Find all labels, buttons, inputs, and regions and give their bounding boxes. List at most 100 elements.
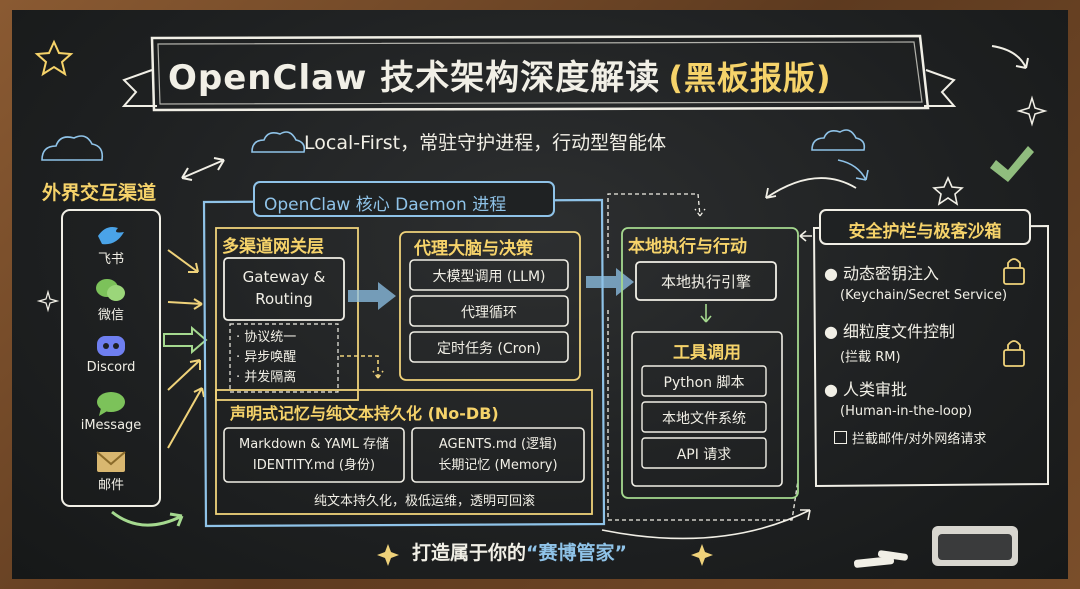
imessage-icon <box>97 392 125 416</box>
memory-right-line: AGENTS.md (逻辑) <box>438 437 558 452</box>
core-heading: OpenClaw 核心 Daemon 进程 <box>264 195 507 215</box>
title-main: OpenClaw 技术架构深度解读 <box>168 58 661 98</box>
tool-item: 本地文件系统 <box>662 411 746 427</box>
local-region <box>621 227 799 499</box>
security-check-row: 拦截邮件/对外网络请求 <box>834 428 1034 447</box>
channel-label: iMessage <box>80 418 142 433</box>
gateway-region <box>215 227 359 401</box>
security-item-main: ● 动态密钥注入 <box>824 264 940 283</box>
brain-heading: 代理大脑与决策 <box>414 239 533 259</box>
memory-left-line: Markdown & YAML 存储 <box>239 437 389 452</box>
brain-item-box <box>409 331 569 363</box>
tools-heading: 工具调用 <box>673 343 741 363</box>
cloud-icon <box>251 131 306 153</box>
check-arrow-icon <box>990 146 1034 182</box>
security-item: ● 人类审批 (Human-in-the-loop) <box>824 376 1034 428</box>
memory-left: Markdown & YAML 存储 IDENTITY.md (身份) <box>224 434 404 476</box>
mail-icon <box>96 451 126 472</box>
security-check-label: 拦截邮件/对外网络请求 <box>852 432 987 447</box>
chalk-sticks <box>853 550 908 568</box>
sparkle-icon <box>377 544 399 566</box>
brain-region <box>399 231 581 381</box>
eraser <box>932 526 1018 566</box>
wechat-icon <box>96 279 125 301</box>
security-item-sub: (拦截 RM) <box>840 350 901 365</box>
security-item: ● 细粒度文件控制 (拦截 RM) <box>824 318 1034 376</box>
tool-item: API 请求 <box>676 447 732 463</box>
security-item-sub: (Keychain/Secret Service) <box>840 288 1008 303</box>
channel-feishu[interactable]: 飞书 <box>78 222 144 276</box>
gateway-bullet: · 协议统一 <box>236 330 297 345</box>
security-item-sub: (Human-in-the-loop) <box>840 404 973 419</box>
security-item-main: ● 细粒度文件控制 <box>824 322 956 341</box>
channel-label: 邮件 <box>97 478 124 493</box>
top-curve-arrow <box>765 177 857 199</box>
memory-left-box <box>223 427 405 483</box>
chalkboard: OpenClaw 技术架构深度解读(黑板报版) Local-First，常驻守护… <box>12 10 1068 579</box>
memory-right: AGENTS.md (逻辑) 长期记忆 (Memory) <box>412 434 584 476</box>
channel-label: 飞书 <box>97 252 124 267</box>
channel-wechat[interactable]: 微信 <box>78 276 144 332</box>
channel-discord[interactable]: Discord <box>78 332 144 390</box>
gateway-bullet: · 异步唤醒 <box>236 350 297 365</box>
memory-region <box>215 389 593 515</box>
gateway-bullets-box <box>229 323 339 393</box>
security-item: ● 动态密钥注入 (Keychain/Secret Service) <box>824 260 1034 318</box>
chalk-drawings <box>34 34 1049 568</box>
brain-item: 定时任务 (Cron) <box>436 341 542 357</box>
brain-item-box <box>409 259 569 291</box>
title-suffix: (黑板报版) <box>668 59 832 97</box>
memory-left-line: IDENTITY.md (身份) <box>252 458 376 473</box>
channel-list: 飞书 微信 Discord iMessage 邮件 <box>78 222 144 504</box>
gateway-routing-box: Gateway & Routing <box>242 268 326 308</box>
channels-heading: 外界交互渠道 <box>42 182 157 204</box>
channel-mail[interactable]: 邮件 <box>78 448 144 504</box>
sparkle-icon <box>1016 95 1048 127</box>
tools-region <box>631 331 783 487</box>
star-icon <box>932 176 964 206</box>
tool-box <box>641 365 767 397</box>
footer-highlight: “赛博管家” <box>526 542 627 564</box>
engine-label: 本地执行引擎 <box>660 273 751 291</box>
engine-box <box>635 261 777 301</box>
padlock-icon <box>1003 258 1025 285</box>
security-heading-box <box>819 209 1031 245</box>
title-banner-frame <box>150 34 930 112</box>
star-icon <box>34 39 74 77</box>
sparkle-icon <box>36 289 60 313</box>
channel-label: Discord <box>86 360 136 375</box>
gateway-bullet: · 并发隔离 <box>236 370 297 385</box>
local-to-security-arrow <box>601 509 811 540</box>
memory-heading: 声明式记忆与纯文本持久化 (No-DB) <box>230 404 499 423</box>
core-to-local-arrow <box>586 268 634 296</box>
dashed-loop-bottom <box>607 310 799 521</box>
channels-box <box>61 209 161 507</box>
security-list: ● 动态密钥注入 (Keychain/Secret Service) ● 细粒度… <box>824 260 1034 447</box>
dashed-loop <box>607 193 706 258</box>
curved-arrow-icon <box>837 159 869 181</box>
main-channel-arrow <box>163 325 208 355</box>
tool-box <box>641 401 767 433</box>
checkbox-icon <box>834 431 847 444</box>
feishu-icon <box>98 227 124 245</box>
security-to-local-arrow <box>799 230 812 242</box>
brain-item-box <box>409 295 569 327</box>
cloud-icon <box>811 129 866 151</box>
discord-icon <box>97 336 125 356</box>
memory-right-box <box>411 427 585 483</box>
memory-right-line: 长期记忆 (Memory) <box>438 458 558 473</box>
security-item-main: ● 人类审批 <box>824 380 908 399</box>
brain-item: 代理循环 <box>461 305 517 321</box>
gateway-box <box>223 257 345 321</box>
footer-slogan: 打造属于你的“赛博管家” <box>412 538 627 565</box>
brain-item: 大模型调用 (LLM) <box>432 269 546 285</box>
local-heading: 本地执行与行动 <box>628 237 747 257</box>
memory-note: 纯文本持久化，极低运维，透明可回滚 <box>314 494 536 509</box>
page-title: OpenClaw 技术架构深度解读(黑板报版) <box>168 50 832 99</box>
channel-imessage[interactable]: iMessage <box>78 390 144 448</box>
curved-arrow-icon <box>991 45 1029 69</box>
curved-arrow-icon <box>111 510 184 527</box>
padlock-icon <box>1003 340 1025 367</box>
tool-box <box>641 437 767 469</box>
security-heading: 安全护栏与极客沙箱 <box>848 222 1002 242</box>
